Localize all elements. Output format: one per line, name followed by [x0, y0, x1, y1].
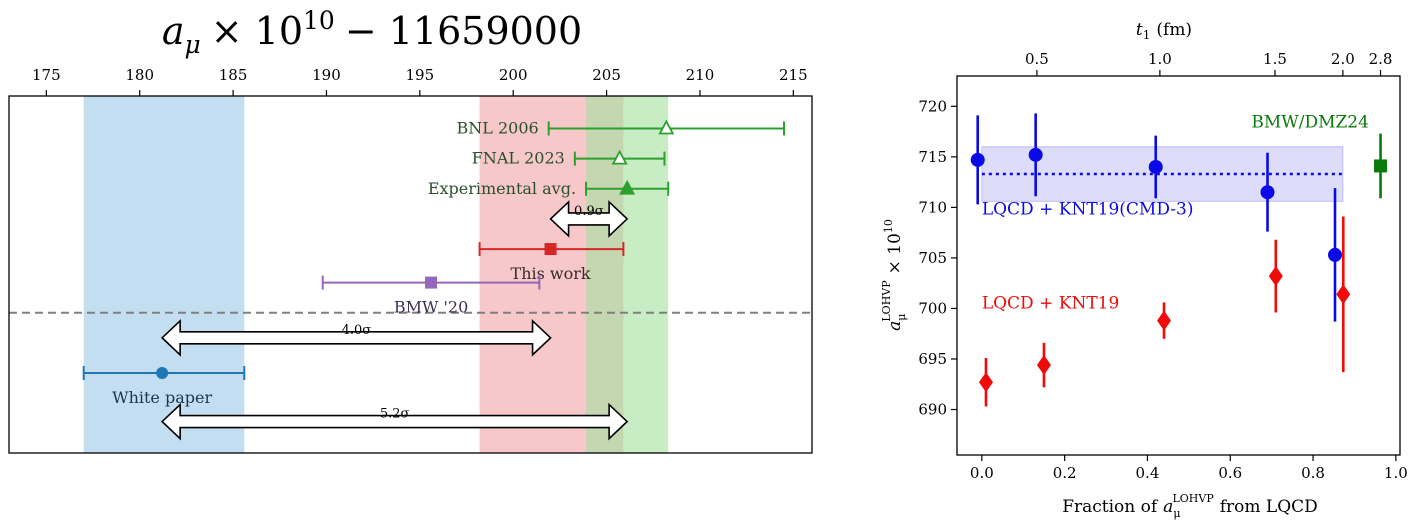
- data-point: [1336, 284, 1351, 305]
- top-tick-label: 1.0: [1148, 50, 1172, 68]
- data-point: [1260, 185, 1275, 200]
- data-point: [544, 243, 557, 256]
- point-label: This work: [511, 264, 591, 283]
- sigma-arrow: [549, 200, 629, 238]
- x-tick-label: 205: [592, 66, 621, 84]
- y-tick-label: 695: [918, 350, 947, 368]
- point-label: BNL 2006: [457, 118, 539, 137]
- right-top-xlabel: t1(fm): [1136, 20, 1192, 42]
- y-tick-label: 710: [918, 198, 947, 216]
- data-point: [1268, 266, 1283, 287]
- data-point: [611, 149, 628, 165]
- top-tick-label: 1.5: [1263, 50, 1287, 68]
- point-label: FNAL 2023: [472, 149, 565, 168]
- data-point: [1327, 247, 1342, 262]
- series-label: BMW/DMZ24: [1251, 113, 1369, 133]
- top-tick-label: 2.0: [1331, 50, 1355, 68]
- left-panel: aμ× 1010− 11659000 175 180 185 190 195 200 205…: [8, 6, 813, 454]
- data-point: [156, 367, 169, 380]
- x-tick-label: 0.2: [1053, 464, 1077, 482]
- sigma-label: 5.2σ: [380, 407, 410, 422]
- top-tick-label: 0.5: [1025, 50, 1049, 68]
- y-tick-label: 720: [918, 97, 947, 115]
- x-tick-label: 0.4: [1136, 464, 1160, 482]
- band-white-paper-band: [83, 96, 245, 453]
- band-experimental-avg-band: [586, 96, 669, 453]
- x-tick-label: 200: [499, 66, 528, 84]
- x-tick-label: 215: [779, 66, 808, 84]
- data-point: [970, 152, 985, 167]
- data-point: [658, 119, 675, 135]
- data-point: [619, 179, 636, 195]
- left-x-ticks: 175 180 185 190 195 200 205 210 215: [32, 66, 808, 96]
- data-point: [978, 372, 993, 393]
- y-tick-label: 715: [918, 148, 947, 166]
- left-title: aμ× 1010− 11659000: [162, 6, 582, 59]
- y-tick-label: 690: [918, 401, 947, 419]
- left-bands: [83, 96, 669, 453]
- point-label: BMW '20: [394, 298, 468, 317]
- right-marks: LQCD + KNT19(CMD-3) LQCD + KNT19 BMW/DMZ24: [970, 113, 1388, 407]
- sigma-label: 4.0σ: [342, 323, 372, 338]
- x-tick-label: 175: [32, 66, 61, 84]
- x-tick-label: 0.0: [970, 464, 994, 482]
- y-tick-label: 700: [918, 299, 947, 317]
- x-tick-label: 1.0: [1384, 464, 1408, 482]
- left-plot-frame: [8, 95, 813, 454]
- y-tick-label: 705: [918, 249, 947, 267]
- x-tick-label: 0.8: [1301, 464, 1325, 482]
- top-tick-label: 2.8: [1369, 50, 1393, 68]
- data-point: [1036, 355, 1051, 376]
- x-tick-label: 0.6: [1218, 464, 1242, 482]
- right-plot-frame: [956, 75, 1401, 456]
- sigma-arrow: [160, 318, 552, 357]
- right-ylabel: aμLOHVP× 1010: [880, 219, 908, 331]
- point-label: White paper: [112, 388, 212, 407]
- data-point: [1028, 147, 1043, 162]
- x-tick-label: 210: [686, 66, 715, 84]
- series-label: LQCD + KNT19(CMD-3): [982, 199, 1194, 219]
- data-point: [1157, 310, 1172, 331]
- sigma-label: 0.9σ: [574, 204, 604, 219]
- sigma-arrow: [160, 402, 629, 441]
- x-tick-label: 190: [312, 66, 341, 84]
- point-label: Experimental avg.: [428, 179, 576, 198]
- series-label: LQCD + KNT19: [982, 293, 1119, 313]
- data-point: [1374, 159, 1388, 173]
- right-ticks: 0.0 0.2 0.4 0.6 0.8 1.0 690 695 700 705 710 715 720 0…: [918, 50, 1407, 482]
- data-point: [1148, 159, 1163, 174]
- x-tick-label: 195: [406, 66, 435, 84]
- x-tick-label: 180: [125, 66, 154, 84]
- data-point: [425, 276, 438, 289]
- x-tick-label: 185: [219, 66, 248, 84]
